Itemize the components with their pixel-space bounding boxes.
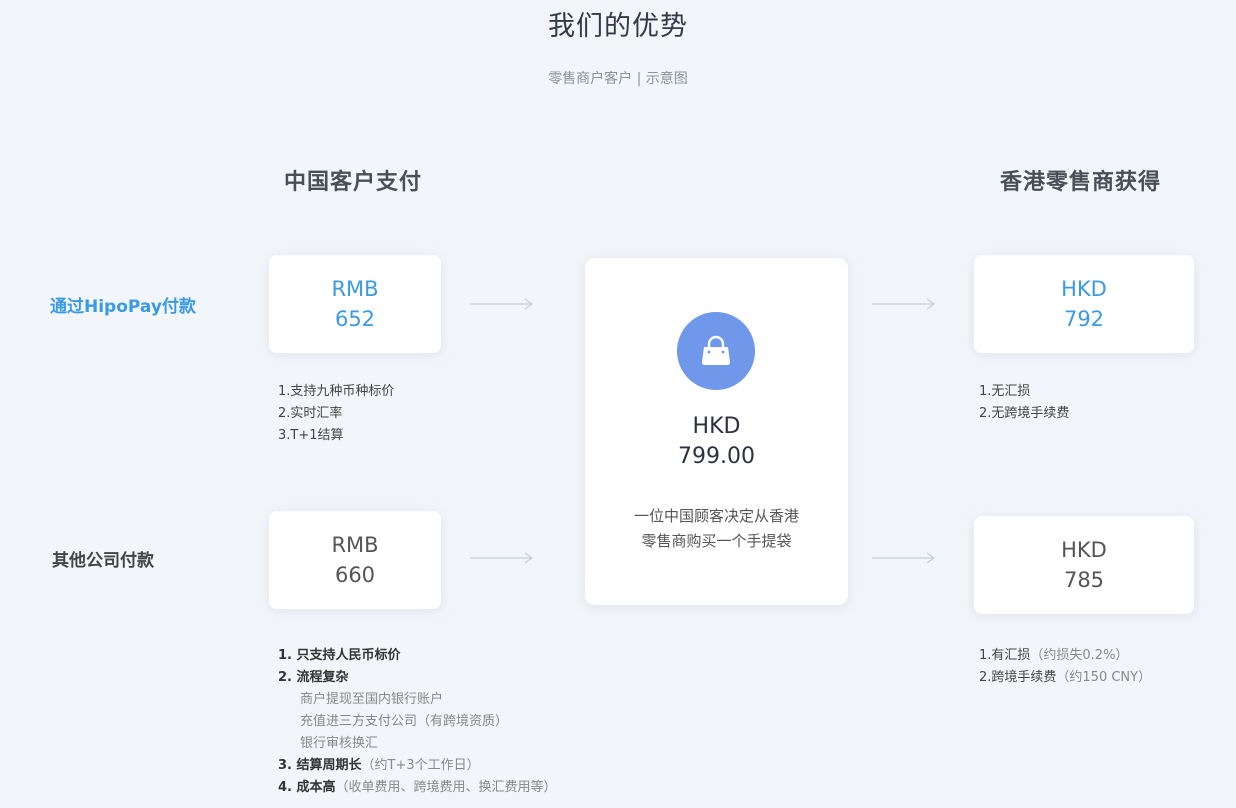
arrow-right-icon xyxy=(872,298,936,310)
note-item: 2. 流程复杂 xyxy=(278,670,349,685)
note-subitem: 银行审核换汇 xyxy=(300,736,379,751)
note-item: 4. 成本高（收单费用、跨境费用、换汇费用等） xyxy=(278,780,557,795)
note-item: 2.实时汇率 xyxy=(278,406,343,421)
hipopay-receive-amount: 792 xyxy=(1063,307,1105,331)
other-receive-card: HKD 785 xyxy=(974,516,1194,614)
hipopay-receive-currency: HKD xyxy=(1061,277,1107,301)
hipopay-pay-amount: 652 xyxy=(334,307,376,331)
note-item: 1.无汇损 xyxy=(979,384,1031,399)
hipopay-receive-card: HKD 792 xyxy=(974,255,1194,353)
note-item: 3.T+1结算 xyxy=(278,428,344,443)
other-pay-notes: 1. 只支持人民币标价 2. 流程复杂 商户提现至国内银行账户 充值进三方支付公… xyxy=(278,645,557,799)
note-item: 2.跨境手续费（约150 CNY） xyxy=(979,670,1152,685)
column-header-hk-retailer: 香港零售商获得 xyxy=(1000,170,1162,195)
note-item: 3. 结算周期长（约T+3个工作日） xyxy=(278,758,480,773)
row-label-other: 其他公司付款 xyxy=(52,551,154,571)
center-desc-line1: 一位中国顾客决定从香港 xyxy=(633,507,799,525)
other-pay-card: RMB 660 xyxy=(269,511,441,609)
hipopay-receive-notes: 1.无汇损 2.无跨境手续费 xyxy=(979,381,1069,425)
note-item: 2.无跨境手续费 xyxy=(979,406,1070,421)
other-pay-amount: 660 xyxy=(334,563,376,587)
other-receive-notes: 1.有汇损（约损失0.2%） 2.跨境手续费（约150 CNY） xyxy=(979,645,1151,689)
note-subitem: 商户提现至国内银行账户 xyxy=(300,692,444,707)
note-item: 1. 只支持人民币标价 xyxy=(278,648,401,663)
center-product-card: HKD 799.00 一位中国顾客决定从香港 零售商购买一个手提袋 xyxy=(585,258,848,605)
hipopay-pay-card: RMB 652 xyxy=(269,255,441,353)
other-receive-currency: HKD xyxy=(1061,538,1107,562)
note-item: 1.支持九种币种标价 xyxy=(278,384,395,399)
row-label-hipopay: 通过HipoPay付款 xyxy=(50,297,196,317)
center-desc-line2: 零售商购买一个手提袋 xyxy=(641,532,792,550)
arrow-right-icon xyxy=(470,298,534,310)
hipopay-pay-notes: 1.支持九种币种标价 2.实时汇率 3.T+1结算 xyxy=(278,381,394,447)
arrow-right-icon xyxy=(470,552,534,564)
other-pay-currency: RMB xyxy=(331,533,379,557)
note-subitem: 充值进三方支付公司（有跨境资质） xyxy=(300,714,509,729)
page-title: 我们的优势 xyxy=(548,11,688,42)
column-header-china-customer: 中国客户支付 xyxy=(284,170,423,195)
hipopay-pay-currency: RMB xyxy=(331,277,379,301)
other-receive-amount: 785 xyxy=(1063,568,1105,592)
arrow-right-icon xyxy=(872,552,936,564)
center-description: 一位中国顾客决定从香港 零售商购买一个手提袋 xyxy=(585,504,848,554)
page-subtitle: 零售商户客户 | 示意图 xyxy=(548,71,688,87)
note-item: 1.有汇损（约损失0.2%） xyxy=(979,648,1129,663)
handbag-icon xyxy=(677,312,755,390)
center-amount: 799.00 xyxy=(678,444,755,469)
center-currency: HKD xyxy=(692,414,741,439)
